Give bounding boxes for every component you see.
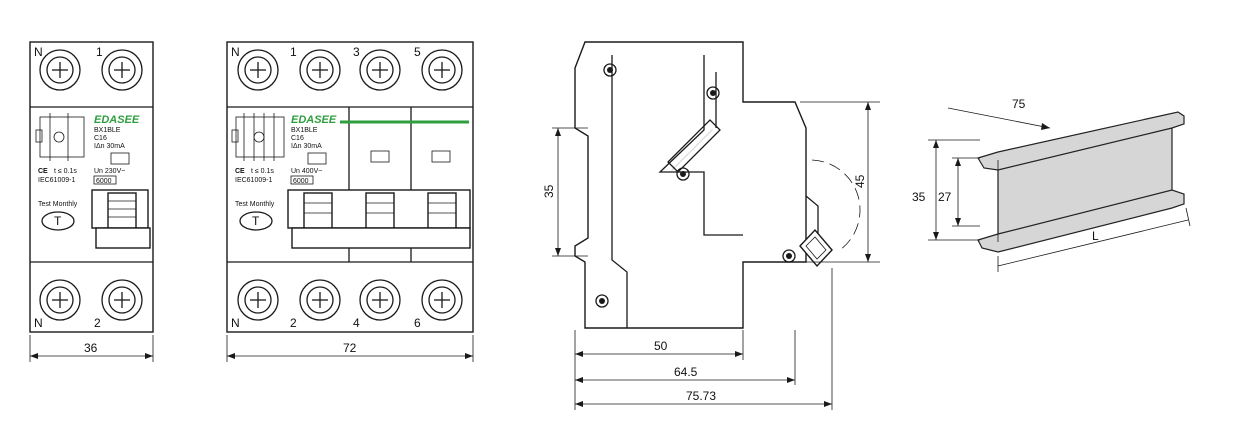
terminal-screw-icon — [101, 49, 143, 91]
test-label: Test Monthly — [38, 201, 78, 208]
terminal-screw-icon — [421, 279, 463, 321]
rail-outer-height: 35 — [912, 190, 926, 204]
terminal-screw-icon — [359, 49, 401, 91]
terminal-label: 6 — [414, 316, 421, 330]
terminal-screw-icon — [299, 279, 341, 321]
test-label: Test Monthly — [235, 201, 275, 208]
voltage-text: Un 230V~ — [94, 168, 125, 175]
standard-text: IEC61009-1 — [38, 177, 75, 184]
breaker-3p-outline — [226, 41, 474, 333]
width-dimension-label: 36 — [84, 341, 98, 355]
breaker-3p-front-view: N 1 3 5 N 2 4 6 EDASEE BX1BLE C16 IΔn 30… — [226, 41, 474, 362]
width-dimension-label: 72 — [343, 341, 357, 355]
test-button — [239, 211, 273, 231]
rating-text: C16 — [94, 135, 107, 142]
standard-text: IEC61009-1 — [235, 177, 272, 184]
terminal-screw-icon — [359, 279, 401, 321]
terminal-label: 2 — [290, 316, 297, 330]
rail-length-dimension: 75 — [1012, 97, 1026, 111]
trip-indicator-window — [307, 152, 327, 165]
mounting-screw-icon — [676, 167, 690, 181]
terminal-label: N — [34, 316, 43, 330]
terminal-label: N — [231, 316, 240, 330]
depth-dimension-label: 64.5 — [674, 365, 698, 379]
model-text: BX1BLE — [94, 127, 121, 134]
capacity-text: 6000 — [293, 178, 309, 185]
mounting-screw-icon — [603, 63, 617, 77]
terminal-screw-icon — [237, 49, 279, 91]
terminal-label: N — [231, 45, 240, 59]
toggle-lever — [287, 189, 471, 249]
terminal-screw-icon — [237, 279, 279, 321]
ce-mark: CE — [38, 168, 48, 175]
toggle-lever — [91, 189, 151, 249]
wiring-schematic-icon — [35, 113, 85, 161]
terminal-label: 4 — [353, 316, 360, 330]
breaker-side-view: 45 35 50 64.5 75.73 — [542, 41, 880, 410]
brand-logo: EDASEE — [94, 114, 140, 126]
trip-time-text: t ≤ 0.1s — [251, 168, 274, 175]
rail-length-label: L — [1092, 229, 1099, 243]
depth-dimension-label: 75.73 — [686, 389, 716, 403]
rating-text: C16 — [291, 135, 304, 142]
voltage-text: Un 400V~ — [291, 168, 322, 175]
mounting-screw-icon — [706, 86, 720, 100]
terminal-label: 2 — [94, 316, 101, 330]
capacity-text: 6000 — [96, 178, 112, 185]
rail-inner-height: 27 — [938, 190, 952, 204]
toggle-lever — [799, 228, 833, 268]
height-dimension-label: 45 — [853, 174, 867, 188]
terminal-label: 1 — [290, 45, 297, 59]
trip-indicator-window — [110, 152, 130, 165]
terminal-screw-icon — [39, 279, 81, 321]
terminal-screw-icon — [39, 49, 81, 91]
test-button-label: T — [252, 214, 260, 228]
residual-current-text: IΔn 30mA — [291, 143, 322, 150]
terminal-label: 5 — [414, 45, 421, 59]
rail-bottom-flange — [977, 189, 1185, 253]
model-text: BX1BLE — [291, 127, 318, 134]
rail-dimension-label: 35 — [542, 184, 556, 198]
trip-indicator-window — [431, 150, 451, 163]
test-button-label: T — [54, 214, 62, 228]
terminal-screw-icon — [101, 279, 143, 321]
breaker-1p-front-view: N 1 N 2 EDASEE BX1BLE C16 IΔn 30mA CE t … — [29, 41, 154, 362]
residual-current-text: IΔn 30mA — [94, 143, 125, 150]
trip-indicator-window — [370, 150, 390, 163]
rail-top-flange — [977, 111, 1185, 171]
wiring-schematic-icon — [231, 113, 285, 161]
trip-time-text: t ≤ 0.1s — [54, 168, 77, 175]
terminal-label: 1 — [96, 45, 103, 59]
din-rail-drawing: 75 35 27 L — [912, 97, 1191, 272]
depth-dimension-label: 50 — [654, 339, 668, 353]
terminal-screw-icon — [421, 49, 463, 91]
side-profile-outline — [574, 41, 807, 329]
mounting-screw-icon — [782, 249, 796, 263]
terminal-label: 3 — [353, 45, 360, 59]
terminal-screw-icon — [299, 49, 341, 91]
brand-logo: EDASEE — [291, 114, 337, 126]
mounting-screw-icon — [595, 294, 609, 308]
terminal-label: N — [34, 45, 43, 59]
ce-mark: CE — [235, 168, 245, 175]
test-button — [41, 211, 75, 231]
